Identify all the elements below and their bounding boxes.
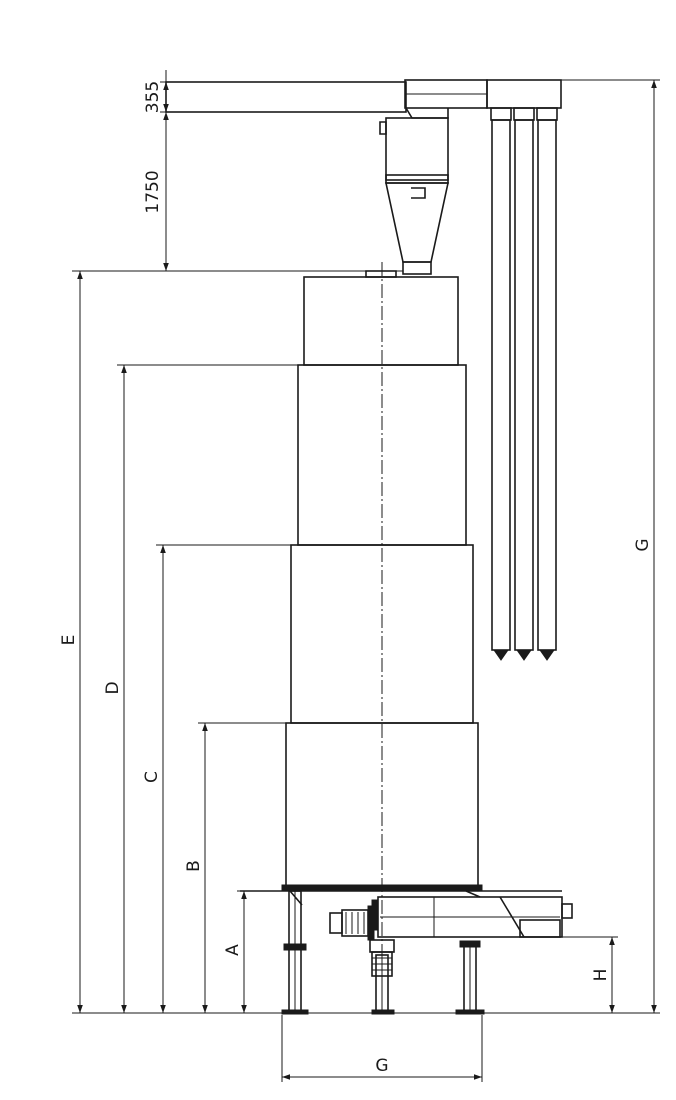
dim-g-height-label: G <box>633 538 653 551</box>
screw-conveyor <box>371 896 573 938</box>
cyclone <box>379 107 449 275</box>
dim-355-label: 355 <box>143 81 163 113</box>
dim-b-label: B <box>184 860 204 872</box>
dimension-labels: 355 1750 E D C B A H G G <box>59 81 653 1076</box>
extension-lines <box>72 79 660 1082</box>
conveyor-motor <box>329 905 375 941</box>
dim-g-width-label: G <box>375 1056 388 1076</box>
filter-bags <box>490 107 558 661</box>
dim-a-label: A <box>223 944 243 956</box>
dimension-lines <box>77 70 657 1080</box>
dim-1750-label: 1750 <box>143 170 163 213</box>
dim-e-label: E <box>59 635 79 646</box>
top-duct <box>165 79 562 113</box>
dim-c-label: C <box>142 771 162 783</box>
dim-h-label: H <box>591 969 611 982</box>
dim-d-label: D <box>103 681 123 694</box>
